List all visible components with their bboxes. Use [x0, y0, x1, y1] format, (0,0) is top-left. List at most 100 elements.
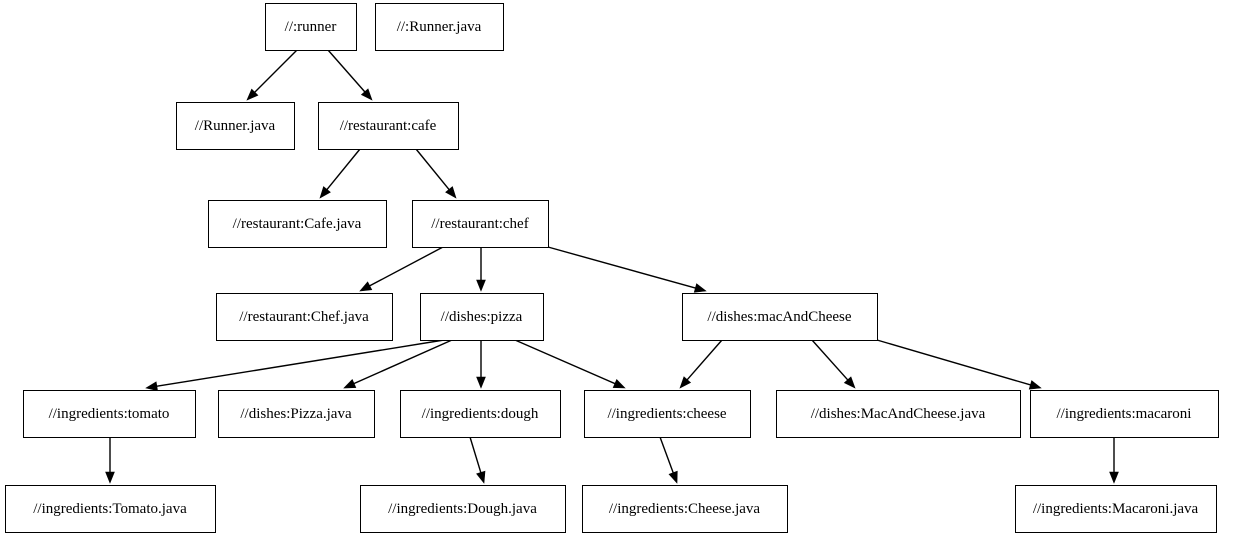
graph-node-restaurant_chef[interactable]: //restaurant:chef [412, 200, 549, 248]
graph-node-dishes_pizza[interactable]: //dishes:pizza [420, 293, 544, 341]
arrowhead-icon [105, 471, 115, 484]
arrowhead-icon [360, 88, 373, 101]
graph-node-runner_java[interactable]: //Runner.java [176, 102, 295, 150]
graph-node-ing_macaroni[interactable]: //ingredients:macaroni [1030, 390, 1219, 438]
node-box[interactable] [682, 293, 878, 341]
node-label: //ingredients:Macaroni.java [1033, 501, 1199, 517]
node-label: //ingredients:Tomato.java [33, 501, 187, 517]
arrowhead-icon [1109, 471, 1119, 484]
edge-line [415, 148, 451, 192]
graph-edge [319, 148, 361, 199]
edge-line [685, 339, 723, 382]
arrowhead-icon [476, 470, 486, 484]
edges-layer [105, 49, 1119, 484]
node-label: //dishes:Pizza.java [240, 406, 352, 422]
graph-edge [547, 246, 707, 293]
graph-node-ing_tomato[interactable]: //ingredients:tomato [23, 390, 196, 438]
node-box[interactable] [176, 102, 295, 150]
node-label: //ingredients:tomato [49, 406, 170, 422]
graph-node-restaurant_chef_java[interactable]: //restaurant:Chef.java [216, 293, 393, 341]
node-label: //dishes:pizza [441, 309, 523, 325]
node-box[interactable] [218, 390, 375, 438]
node-label: //Runner.java [195, 118, 276, 134]
node-box[interactable] [265, 3, 357, 51]
node-box[interactable] [582, 485, 788, 533]
node-box[interactable] [412, 200, 549, 248]
graph-node-dishes_macandcheese[interactable]: //dishes:macAndCheese [682, 293, 878, 341]
node-label: //ingredients:dough [422, 406, 539, 422]
node-label: //ingredients:macaroni [1057, 406, 1192, 422]
graph-node-root_runner_java[interactable]: //:Runner.java [375, 3, 504, 51]
edge-line [876, 339, 1033, 387]
graph-edge [246, 49, 298, 101]
node-box[interactable] [318, 102, 459, 150]
edge-line [368, 246, 444, 288]
graph-node-restaurant_cafe_java[interactable]: //restaurant:Cafe.java [208, 200, 387, 248]
node-label: //restaurant:cafe [340, 118, 437, 134]
nodes-layer: //:runner //:Runner.java //Runner.java //re… [5, 3, 1219, 533]
graph-edge [415, 148, 457, 199]
node-label: //ingredients:Cheese.java [609, 501, 761, 517]
arrowhead-icon [668, 470, 678, 484]
node-box[interactable] [776, 390, 1021, 438]
arrowhead-icon [343, 378, 357, 389]
edge-line [253, 49, 298, 94]
arrowhead-icon [843, 376, 856, 389]
graph-node-ing_tomato_java[interactable]: //ingredients:Tomato.java [5, 485, 216, 533]
arrowhead-icon [445, 186, 457, 199]
node-label: //:Runner.java [397, 19, 482, 35]
node-box[interactable] [208, 200, 387, 248]
edge-line [514, 339, 617, 385]
graph-edge [514, 339, 626, 389]
graph-edge [1109, 437, 1119, 484]
graph-edge [105, 437, 115, 484]
graph-node-ing_cheese_java[interactable]: //ingredients:Cheese.java [582, 485, 788, 533]
node-box[interactable] [23, 390, 196, 438]
node-label: //restaurant:Cafe.java [233, 216, 362, 232]
graph-node-runner[interactable]: //:runner [265, 3, 357, 51]
arrowhead-icon [246, 88, 259, 101]
graph-node-restaurant_cafe[interactable]: //restaurant:cafe [318, 102, 459, 150]
node-label: //ingredients:cheese [607, 406, 726, 422]
edge-line [469, 436, 482, 475]
arrowhead-icon [693, 283, 707, 293]
graph-edge [659, 436, 678, 484]
node-label: //dishes:MacAndCheese.java [811, 406, 986, 422]
node-box[interactable] [1030, 390, 1219, 438]
node-box[interactable] [375, 3, 504, 51]
graph-node-dishes_mac_java[interactable]: //dishes:MacAndCheese.java [776, 390, 1021, 438]
node-box[interactable] [400, 390, 561, 438]
edge-line [327, 49, 367, 94]
node-box[interactable] [5, 485, 216, 533]
graph-edge [876, 339, 1042, 390]
arrowhead-icon [319, 186, 331, 199]
graph-edge [679, 339, 723, 389]
graph-edge [469, 436, 486, 484]
graph-edge [343, 339, 453, 389]
node-box[interactable] [216, 293, 393, 341]
graph-node-ing_dough_java[interactable]: //ingredients:Dough.java [360, 485, 566, 533]
edge-line [352, 339, 453, 385]
arrowhead-icon [476, 376, 486, 389]
node-box[interactable] [420, 293, 544, 341]
edge-line [325, 148, 361, 192]
arrowhead-icon [359, 281, 373, 292]
arrowhead-icon [145, 381, 158, 391]
arrowhead-icon [612, 379, 626, 389]
arrowhead-icon [679, 376, 692, 389]
graph-node-ing_cheese[interactable]: //ingredients:cheese [584, 390, 751, 438]
arrowhead-icon [1028, 380, 1042, 390]
graph-edge [145, 339, 445, 391]
node-label: //ingredients:Dough.java [388, 501, 537, 517]
edge-line [659, 436, 675, 475]
node-box[interactable] [584, 390, 751, 438]
graph-node-ing_dough[interactable]: //ingredients:dough [400, 390, 561, 438]
edge-line [547, 246, 698, 290]
node-box[interactable] [360, 485, 566, 533]
graph-node-dishes_pizza_java[interactable]: //dishes:Pizza.java [218, 390, 375, 438]
graph-node-ing_macaroni_java[interactable]: //ingredients:Macaroni.java [1015, 485, 1217, 533]
node-box[interactable] [1015, 485, 1217, 533]
arrowhead-icon [476, 279, 486, 292]
